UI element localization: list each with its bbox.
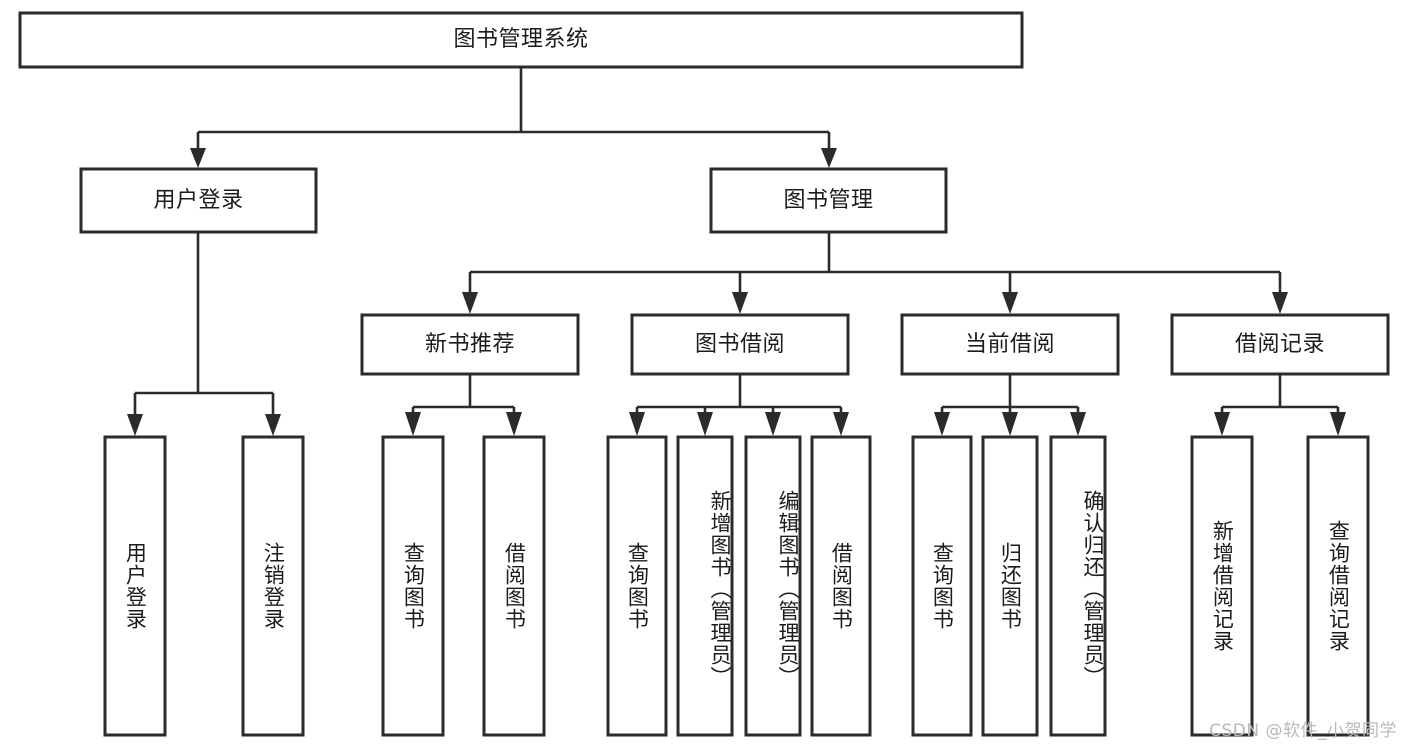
arrow-head-icon <box>833 412 849 436</box>
arrow-head-icon <box>190 148 206 168</box>
node-leaf-box-1[interactable] <box>241 435 305 737</box>
arrow-head-icon <box>934 412 950 436</box>
arrow-head-icon <box>629 412 645 436</box>
connector-group-book-borrow <box>629 374 849 436</box>
node-level3-box-3[interactable] <box>1170 313 1390 376</box>
node-level3-box-1[interactable] <box>630 313 850 376</box>
node-leaf-box-2[interactable] <box>381 435 445 737</box>
arrow-head-icon <box>1002 292 1018 314</box>
node-leaf-box-7[interactable] <box>810 435 872 737</box>
node-root-box[interactable] <box>18 11 1024 69</box>
arrow-head-icon <box>127 414 143 436</box>
watermark-text: CSDN @软件_小贺同学 <box>1209 721 1397 741</box>
node-leaf-box-6[interactable] <box>744 435 802 737</box>
node-leaf-box-0[interactable] <box>103 435 167 737</box>
node-level2-box-1[interactable] <box>709 167 948 234</box>
node-leaf-box-8[interactable] <box>911 435 973 737</box>
node-level3-box-0[interactable] <box>360 313 580 376</box>
arrow-head-icon <box>405 412 421 436</box>
connector-group-user-login <box>127 232 281 436</box>
arrow-head-icon <box>821 148 837 168</box>
node-leaf-box-11[interactable] <box>1190 435 1254 737</box>
arrow-head-icon <box>732 292 748 314</box>
arrow-head-icon <box>1002 412 1018 436</box>
arrow-head-icon <box>1070 412 1086 436</box>
connector-group-borrow-record <box>1214 374 1346 436</box>
arrow-head-icon <box>697 412 713 436</box>
node-leaf-box-4[interactable] <box>606 435 668 737</box>
node-leaf-box-10[interactable] <box>1049 435 1107 737</box>
node-leaf-box-12[interactable] <box>1306 435 1370 737</box>
arrow-head-icon <box>1330 412 1346 436</box>
node-leaf-box-5[interactable] <box>676 435 734 737</box>
node-level2-box-0[interactable] <box>79 167 318 234</box>
arrow-head-icon <box>1214 412 1230 436</box>
connector-group-current-borrow <box>934 374 1086 436</box>
arrow-head-icon <box>265 414 281 436</box>
node-level3-box-2[interactable] <box>900 313 1120 376</box>
connector-group-root <box>190 67 837 168</box>
connector-group-book-manage <box>462 232 1288 314</box>
arrow-head-icon <box>462 292 478 314</box>
arrow-head-icon <box>506 412 522 436</box>
arrow-head-icon <box>765 412 781 436</box>
arrow-head-icon <box>1272 292 1288 314</box>
node-leaf-box-3[interactable] <box>482 435 546 737</box>
connector-group-new-book <box>405 374 522 436</box>
node-leaf-box-9[interactable] <box>981 435 1039 737</box>
